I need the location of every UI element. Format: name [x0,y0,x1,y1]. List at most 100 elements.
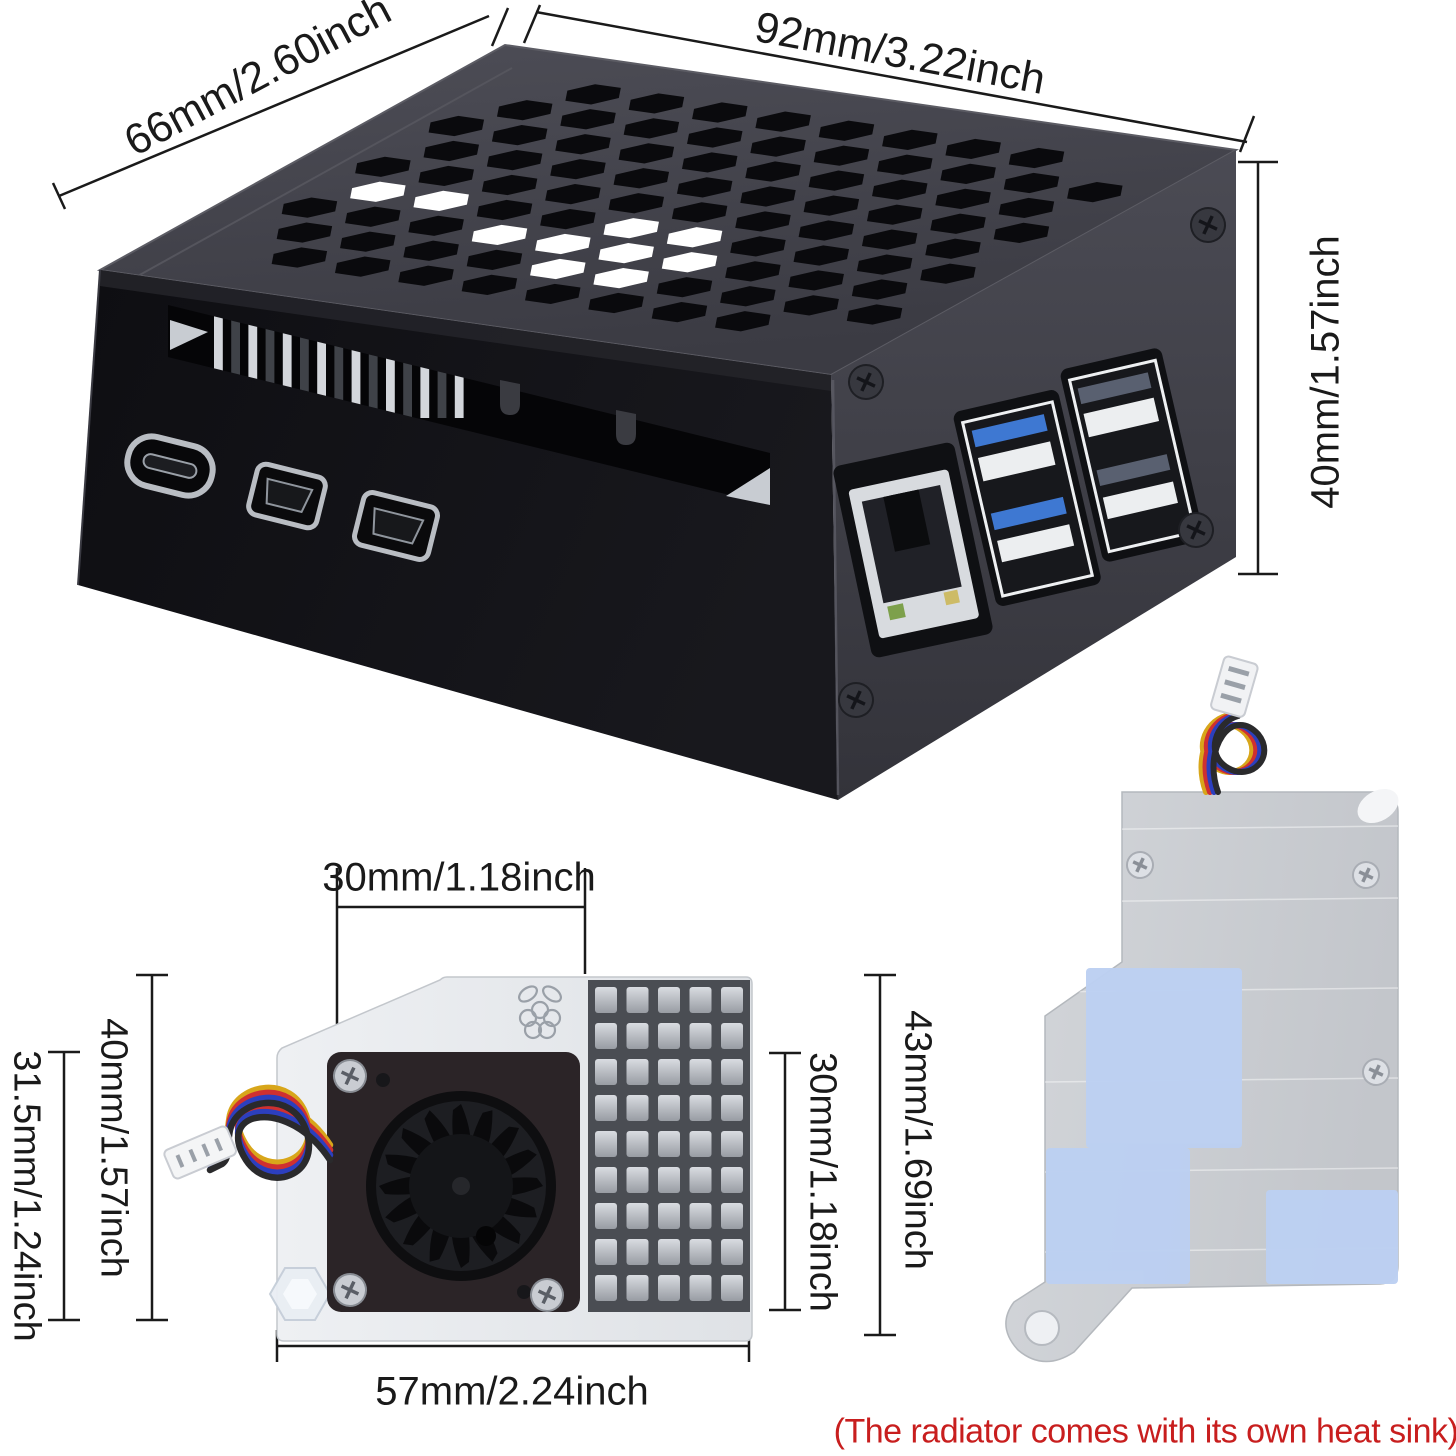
heatsink-pin [689,1023,712,1049]
vent-hex [687,127,743,148]
pi-case [77,43,1240,800]
vent-hex [340,231,396,252]
heatsink-pin [689,1059,712,1085]
mount-hole [1024,1310,1060,1346]
heatsink-pin [721,1275,743,1301]
vent-hex [783,295,839,316]
vent-hex [656,277,713,298]
vent-hex [681,152,738,173]
vent-hex [350,181,406,202]
heatsink-fin [300,305,309,418]
vent-hex [720,286,776,307]
heatsink-pin [626,1059,649,1085]
heatsink-pin [626,1167,649,1193]
heatsink-pin [595,1023,617,1049]
vent-hex [651,302,708,323]
vent-hex [846,304,903,325]
vent-hex [793,245,850,266]
vent-hex [491,125,548,146]
vent-hex [803,195,860,216]
heatsink-pin [626,1239,649,1265]
vent-hex [993,222,1050,243]
thermal-pad [1046,1148,1190,1284]
case-left-edge [77,269,101,586]
vent-hex [661,252,718,273]
slot-right-wedge [726,468,770,505]
vent-grille [271,84,1123,332]
lid-front-lip [100,270,831,391]
vent-hex [413,190,469,211]
vent-hex [715,311,771,332]
heatsink-pin [689,1095,712,1121]
heatsink-fin [248,305,258,418]
vent-hex [798,220,855,241]
heatsink-pin [595,1275,617,1301]
vent-hex [398,265,454,286]
vent-hex [861,229,918,250]
vent-hex [540,208,596,230]
vent-hex [628,93,685,114]
fan-screws [332,1059,564,1312]
heatsink-fin [317,305,326,418]
vent-hex [481,174,538,196]
radiator-screws [1126,851,1390,1086]
vent-hex [877,154,933,175]
heatsink-pin [721,1131,743,1157]
board-tab [616,410,636,445]
vent-hex [851,279,908,300]
vent-hex [423,140,480,162]
vent-hex [666,227,723,248]
vent-hex [588,292,644,314]
vent-hex [428,115,485,137]
vent-hex [525,283,581,305]
radiator-cable [1198,705,1268,795]
heatsink-pin [595,1239,617,1265]
dim-base-width-label: 57mm/2.24inch [375,1369,649,1414]
case-front-face [78,270,838,800]
heatsink-fin [282,305,292,418]
vent-hex [998,197,1055,219]
vent-hex [535,233,591,255]
vent-hex [920,263,976,284]
vent-hex [418,165,474,187]
vent-hex [530,258,586,280]
heatsink-pin [595,987,617,1013]
screw-icon [1190,207,1226,243]
thermal-pad [1086,968,1242,1148]
case-screws [838,207,1226,718]
dimension-lines [48,4,1278,1362]
micro-hdmi-port [246,461,328,531]
vent-hex [692,102,748,123]
screw-icon [1362,1058,1390,1086]
heatsink-fin [368,305,378,418]
heatsink-pin [595,1095,617,1121]
vent-hex [882,129,938,150]
vent-hex [471,224,528,246]
vent-hex [486,149,543,171]
heatsink-fin [334,305,344,418]
board-tab [500,380,520,415]
vent-hex [755,111,811,132]
heatsink-pin [658,1059,680,1085]
heatsink-pin [658,1023,680,1049]
screw-icon [1352,861,1380,889]
vent-hex [725,261,781,282]
vent-hex [735,211,791,232]
dim-line-case-depth [58,14,490,198]
dim-case-height-label: 40mm/1.57inch [1303,235,1348,509]
pin-heatsink [588,980,750,1312]
vent-hex [818,120,875,141]
dim-module-inner-height-label: 40mm/1.57inch [92,1018,135,1278]
fan-frame-hole [517,1285,531,1299]
heatsink-pin [721,1023,743,1049]
usb-c-port [124,433,216,499]
heatsink-pin [626,1131,649,1157]
vent-hex [466,249,523,270]
heatsink-pin [689,1167,712,1193]
vent-hex [345,206,401,227]
vent-hex [856,254,913,275]
heatsink-pin [595,1131,617,1157]
heatsink-pin [689,1275,712,1301]
screw-icon [332,1273,367,1307]
